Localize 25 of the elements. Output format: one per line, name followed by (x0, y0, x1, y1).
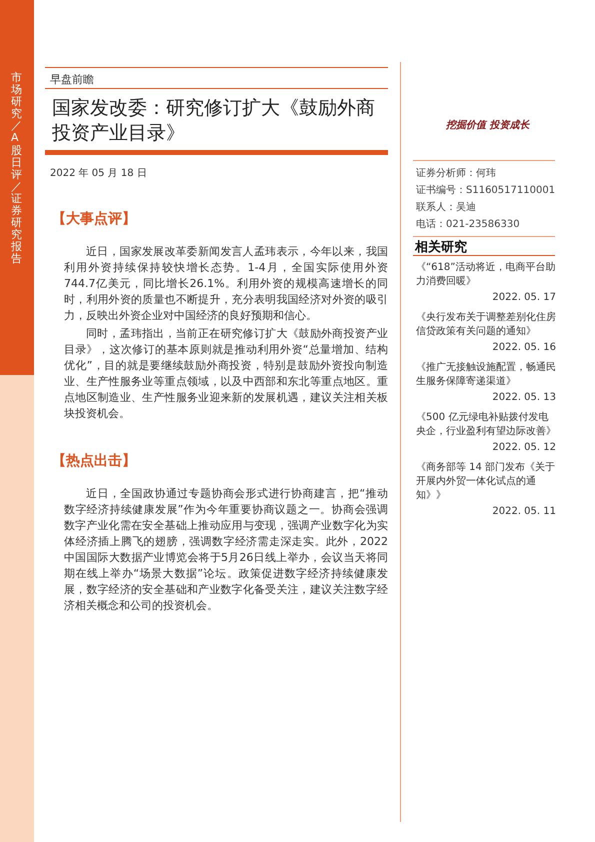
related-report-title: 《“618”活动将近，电商平台助力消费回暖》 (416, 261, 556, 289)
analyst-info: 证书编号：S1160517110001 (416, 184, 556, 198)
body-paragraph: 近日，全国政协通过专题协商会形式进行协商建言，把“推动数字经济持续健康发展”作为今年重要协商议题之一。协商会强调数字产业化需在安全基础上推动应用与变现，强调产业数字化为实体经济插上腾飞的翅膀，强调数字经济需走深走实。此外，2022中国国际大数据产业博览会将于5月26日线上举办，会议当天将同期在线上举办“场景大数据”论坛。政策促进数字经济持续健康发展，数字经济的安全基础和产业数字化备受关注，建议关注数字经济相关概念和公司的投资机会。 (64, 486, 388, 614)
section-heading: 【大事点评】 (52, 210, 136, 228)
related-report-title: 《500 亿元绿电补贴拨付发电央企，行业盈利有望边际改善》 (416, 411, 556, 439)
related-report-title: 《商务部等 14 部门发布《关于开展内外贸一体化试点的通知》》 (416, 461, 556, 503)
related-report-title: 《央行发布关于调整差别化住房信贷政策有关问题的通知》 (416, 311, 556, 339)
related-report-title: 《推广无接触设施配置，畅通民生服务保障寄递渠道》 (416, 361, 556, 389)
body-paragraph: 同时，孟玮指出，当前正在研究修订扩大《鼓励外商投资产业目录》，这次修订的基本原则就是推动利用外资“总量增加、结构优化”，目的就是要继续鼓励外商投资，特别是鼓励外资投向制造业、生产性服务业等重点领域，以及中西部和东北等重点地区。重点地区制造业、生产性服务业迎来新的发展机遇，建议关注相关板块投资机会。 (64, 326, 388, 422)
body-paragraph: 近日，国家发展改革委新闻发言人孟玮表示，今年以来，我国利用外资持续保持较快增长态势。1-4月，全国实际使用外资744.7亿美元，同比增长26.1%。利用外资的规模高速增长的同时，利用外资的质量也不断提升，充分表明我国经济对外资的吸引力，反映出外资企业对中国经济的良好预期和信心。 (64, 244, 388, 324)
publish-date: 2022. 05. 17 (491, 291, 556, 305)
report-category-label: 市场研究／A股日评／证券研究报告 (11, 72, 22, 266)
section-heading: 【热点出击】 (52, 452, 136, 470)
publish-date: 2022. 05. 11 (491, 505, 556, 519)
analyst-info: 联系人：吴迪 (416, 200, 477, 215)
slogan-text: 挖掘价值 投资成长 (446, 118, 530, 132)
publish-date: 2022. 05. 13 (491, 391, 556, 405)
column-label: 早盘前瞻 (50, 72, 94, 87)
report-title: 国家发改委：研究修订扩大《鼓励外商投资产业目录》 (52, 96, 376, 146)
publish-date: 2022. 05. 16 (491, 341, 556, 355)
analyst-info: 电话：021-23586330 (416, 218, 521, 232)
related-research-heading: 相关研究 (415, 238, 467, 256)
publish-date: 2022. 05. 12 (491, 441, 556, 455)
report-date: 2022 年 05 月 18 日 (50, 167, 147, 180)
analyst-info: 证券分析师：何玮 (416, 166, 497, 181)
